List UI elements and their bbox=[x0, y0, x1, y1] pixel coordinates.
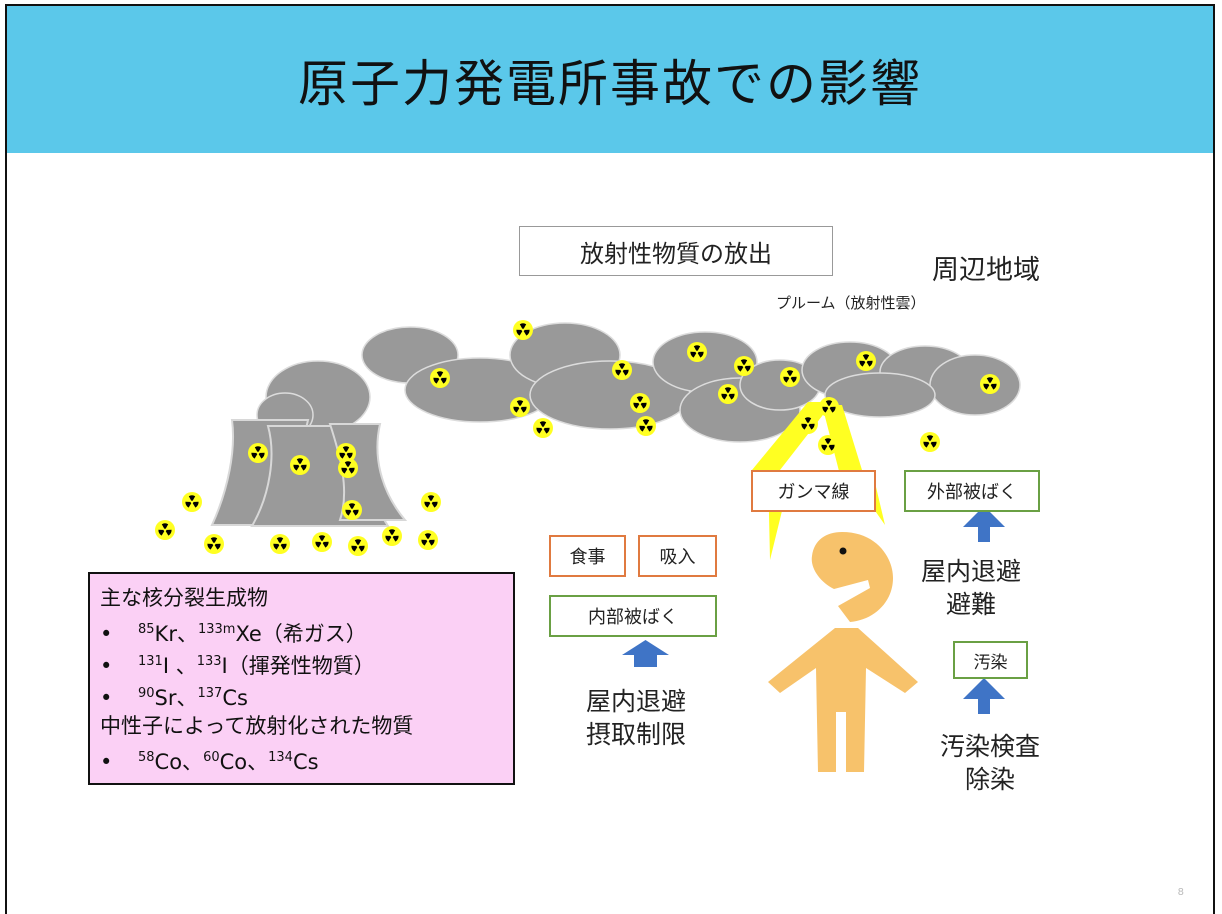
external-measures: 屋内退避 避難 bbox=[917, 556, 1025, 621]
external-exposure-label: 外部被ばく bbox=[927, 482, 1017, 503]
fission-heading: 主な核分裂生成物 bbox=[100, 586, 268, 610]
bullet: • bbox=[100, 622, 113, 646]
contamination-label: 汚染 bbox=[973, 652, 1008, 673]
element-text: Co、 bbox=[219, 750, 269, 774]
mass-number: 85 bbox=[138, 622, 155, 637]
external-exposure-box: 外部被ばく bbox=[904, 470, 1040, 512]
region-label: 周辺地域 bbox=[932, 255, 1040, 286]
mass-number: 137 bbox=[197, 686, 223, 701]
up-arrow-icon bbox=[622, 506, 1005, 714]
contamination-box: 汚染 bbox=[953, 641, 1028, 679]
measure-evacuation: 避難 bbox=[945, 589, 996, 619]
element-text: Cs bbox=[292, 750, 319, 774]
cooling-tower-icon bbox=[210, 419, 408, 527]
bullet: • bbox=[100, 654, 113, 678]
fission-item: • 90Sr、137Cs bbox=[100, 678, 503, 710]
meal-box: 食事 bbox=[549, 535, 626, 577]
mass-number: 90 bbox=[138, 686, 155, 701]
bullet: • bbox=[100, 750, 113, 774]
gamma-label: ガンマ線 bbox=[777, 482, 850, 503]
contamination-measures: 汚染検査 除染 bbox=[920, 731, 1060, 796]
element-text: Co、 bbox=[154, 750, 204, 774]
inhale-box: 吸入 bbox=[638, 535, 717, 577]
element-text: Cs bbox=[222, 686, 248, 710]
element-text: I 、 bbox=[162, 654, 197, 678]
inhale-label: 吸入 bbox=[659, 547, 696, 568]
release-label-box: 放射性物質の放出 bbox=[519, 226, 833, 276]
bullet: • bbox=[100, 686, 113, 710]
activated-heading: 中性子によって放射化された物質 bbox=[100, 714, 414, 738]
measure-contamination-check: 汚染検査 bbox=[939, 732, 1040, 761]
plume-label: プルーム（放射性雲） bbox=[776, 294, 926, 312]
page-number: 8 bbox=[1177, 887, 1184, 898]
slide-title: 原子力発電所事故での影響 bbox=[298, 54, 922, 113]
element-text: I（揮発性物質） bbox=[221, 654, 375, 678]
fission-item: • 85Kr、133mXe（希ガス） bbox=[100, 614, 503, 646]
measure-indoor-shelter: 屋内退避 bbox=[920, 557, 1021, 586]
person-icon bbox=[768, 532, 918, 772]
mass-number: 134 bbox=[268, 750, 293, 765]
mass-number: 133 bbox=[196, 654, 222, 669]
mass-number: 131 bbox=[138, 654, 163, 669]
internal-measures: 屋内退避 摂取制限 bbox=[566, 686, 706, 751]
measure-decontamination: 除染 bbox=[964, 764, 1015, 794]
title-bar: 原子力発電所事故での影響 bbox=[7, 6, 1213, 153]
mass-number: 60 bbox=[203, 750, 220, 765]
element-text: Kr、 bbox=[154, 622, 198, 646]
element-text: Xe（希ガス） bbox=[235, 622, 367, 646]
mass-number: 58 bbox=[138, 750, 155, 765]
fission-products-box: 主な核分裂生成物 • 85Kr、133mXe（希ガス） • 131I 、133I（揮… bbox=[88, 572, 515, 785]
meal-label: 食事 bbox=[569, 547, 606, 568]
release-label: 放射性物質の放出 bbox=[580, 239, 772, 268]
measure-intake-restriction: 摂取制限 bbox=[585, 719, 686, 749]
measure-indoor-shelter-internal: 屋内退避 bbox=[585, 687, 686, 716]
activated-item: •58Co、60Co、134Cs bbox=[100, 742, 503, 774]
internal-exposure-label: 内部被ばく bbox=[588, 607, 678, 628]
gamma-label-box: ガンマ線 bbox=[751, 470, 876, 512]
fission-item: • 131I 、133I（揮発性物質） bbox=[100, 646, 503, 678]
element-text: Sr、 bbox=[154, 686, 198, 710]
mass-number: 133m bbox=[197, 622, 236, 637]
internal-exposure-box: 内部被ばく bbox=[549, 595, 717, 637]
